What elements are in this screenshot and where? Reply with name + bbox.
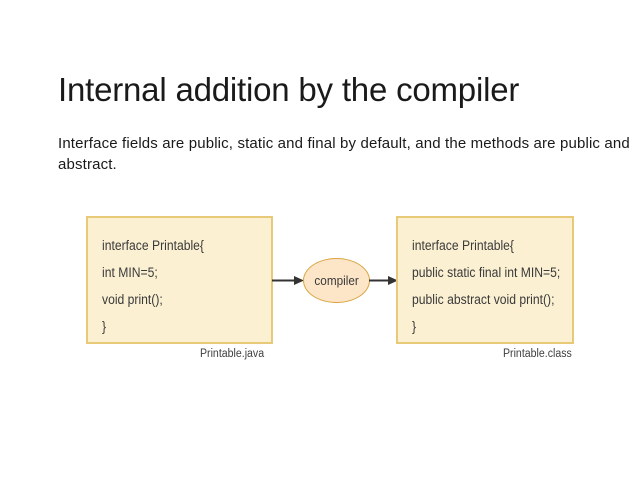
output-code-box: interface Printable{ public static final… [396,216,574,344]
compiler-node-label: compiler [314,273,359,288]
code-line: int MIN=5; [102,265,158,280]
page-title: Internal addition by the compiler [58,71,520,109]
code-line: public static final int MIN=5; [412,265,561,280]
body-paragraph: Interface fields are public, static and … [58,135,630,173]
source-code-box: interface Printable{ int MIN=5; void pri… [86,216,273,344]
compiler-node: compiler [303,258,370,303]
source-file-label: Printable.java [200,348,265,360]
code-line: interface Printable{ [412,238,514,253]
arrow-source-to-compiler-icon [272,275,304,286]
code-line: public abstract void print(); [412,292,555,307]
output-code-lines: interface Printable{ public static final… [412,232,566,340]
source-code-lines: interface Printable{ int MIN=5; void pri… [102,232,265,340]
output-file-label: Printable.class [503,348,572,360]
code-line: } [412,319,417,334]
arrow-compiler-to-output-icon [369,275,398,286]
code-line: } [102,319,107,334]
code-line: interface Printable{ [102,238,204,253]
code-line: void print(); [102,292,163,307]
